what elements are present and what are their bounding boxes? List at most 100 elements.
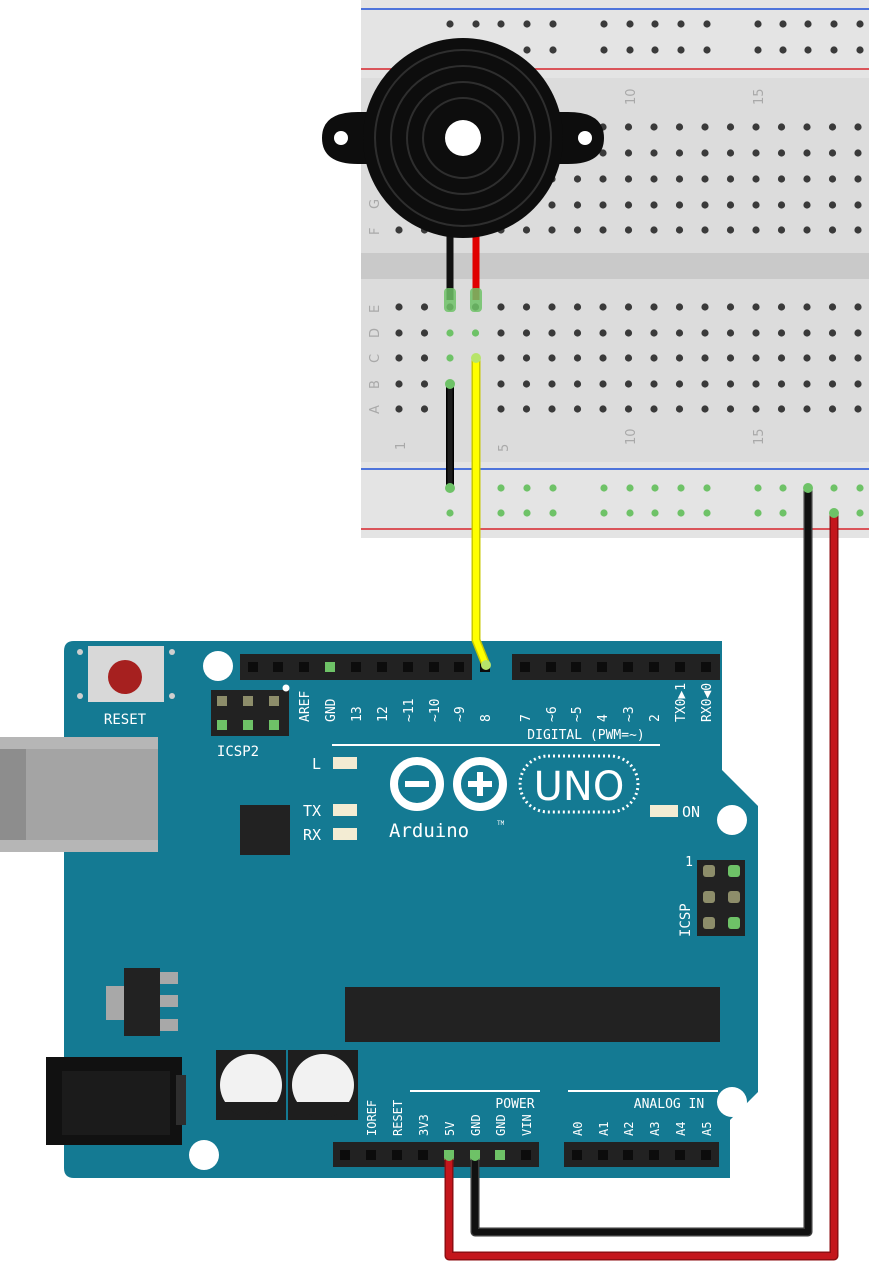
breadboard-hole xyxy=(828,380,837,388)
breadboard-hole xyxy=(777,380,786,388)
digital-header-pin xyxy=(299,662,309,672)
breadboard-hole xyxy=(803,405,811,413)
icsp2-pin xyxy=(269,720,279,730)
breadboard-hole xyxy=(777,123,786,131)
rail-hole xyxy=(651,509,659,517)
breadboard-hole xyxy=(803,380,811,388)
breadboard-hole xyxy=(420,354,429,362)
breadboard-hole xyxy=(624,354,633,362)
breadboard-hole xyxy=(803,303,811,311)
breadboard-hole xyxy=(650,380,658,388)
analog-caption: ANALOG IN xyxy=(634,1097,704,1112)
rail-hole xyxy=(549,484,557,492)
icsp2-label: ICSP2 xyxy=(217,744,259,760)
breadboard-hole xyxy=(395,380,403,388)
power-pin-label: VIN xyxy=(520,1114,534,1136)
mount-hole-bottom-left xyxy=(189,1140,219,1170)
col-label-10-top: 10 xyxy=(624,88,639,105)
row-label-g: G xyxy=(368,199,383,209)
breadboard-hole xyxy=(752,175,760,183)
breadboard-hole xyxy=(650,405,658,413)
icsp-label: ICSP xyxy=(678,903,694,937)
digital-header-pin xyxy=(649,662,659,672)
breadboard-hole xyxy=(395,405,403,413)
icsp-pin xyxy=(728,891,740,903)
breadboard-hole xyxy=(701,354,709,362)
power-pin-label: RESET xyxy=(391,1100,405,1136)
led-rx-label: RX xyxy=(303,826,321,844)
brand-tm: TM xyxy=(497,820,505,827)
digital-pin-label: ~3 xyxy=(622,706,637,722)
digital-header-pin xyxy=(351,662,361,672)
rail-hole xyxy=(523,46,531,54)
breadboard-hole xyxy=(548,329,556,337)
breadboard-hole xyxy=(726,123,735,131)
buzzer-sound-hole xyxy=(445,120,481,156)
row-label-f: F xyxy=(368,228,383,235)
icsp-pin xyxy=(703,917,715,929)
digital-header-pin xyxy=(248,662,258,672)
uno-badge xyxy=(518,754,640,814)
breadboard-hole xyxy=(726,226,735,234)
led-tx xyxy=(333,804,357,816)
power-pin-label: IOREF xyxy=(365,1100,379,1136)
rail-hole xyxy=(779,484,787,492)
breadboard-hole xyxy=(828,329,837,337)
breadboard-hole xyxy=(624,123,633,131)
rail-hole xyxy=(600,509,608,517)
breadboard-hole xyxy=(573,303,582,311)
breadboard-hole xyxy=(675,175,684,183)
breadboard-hole xyxy=(726,175,735,183)
breadboard-hole xyxy=(675,149,684,157)
analog-header-pin xyxy=(623,1150,633,1160)
breadboard-hole xyxy=(395,329,403,337)
usb-connector xyxy=(0,737,158,852)
breadboard-hole xyxy=(497,405,505,413)
vcc-5v-wire xyxy=(446,513,837,1259)
breadboard-hole xyxy=(777,405,786,413)
breadboard-hole xyxy=(675,380,684,388)
breadboard-hole xyxy=(701,201,709,209)
breadboard-hole xyxy=(803,329,811,337)
breadboard-hole xyxy=(777,329,786,337)
breadboard-hole xyxy=(624,329,633,337)
rail-hole xyxy=(677,46,685,54)
power-header-pin xyxy=(495,1150,505,1160)
power-header-pin xyxy=(418,1150,428,1160)
center-trench xyxy=(361,253,869,279)
breadboard-hole xyxy=(599,201,607,209)
reset-button-cap[interactable] xyxy=(108,660,142,694)
rail-hole xyxy=(497,484,505,492)
led-tx-label: TX xyxy=(303,802,321,820)
breadboard-hole xyxy=(675,201,684,209)
digital-header-pin xyxy=(454,662,464,672)
breadboard-hole xyxy=(599,226,607,234)
col-label-5: 5 xyxy=(497,444,512,452)
icsp-pin xyxy=(728,865,740,877)
breadboard-hole xyxy=(471,329,480,337)
signal-wire-pin-8 xyxy=(473,358,489,667)
reset-label: RESET xyxy=(104,712,147,728)
icsp2-pin xyxy=(217,720,227,730)
power-header-pin xyxy=(366,1150,376,1160)
digital-caption: DIGITAL (PWM=~) xyxy=(527,728,644,743)
mount-hole-top-left xyxy=(203,651,233,681)
digital-header-pin xyxy=(546,662,556,672)
led-rx xyxy=(333,828,357,840)
power-pin-label: 3V3 xyxy=(417,1114,431,1136)
breadboard-hole xyxy=(828,226,837,234)
digital-pin-label: ~9 xyxy=(453,706,468,722)
digital-header-right xyxy=(512,654,720,680)
breadboard-hole xyxy=(726,380,735,388)
breadboard-hole xyxy=(573,175,582,183)
breadboard-hole xyxy=(624,303,633,311)
rail-hole xyxy=(830,46,838,54)
digital-pin-label: ~6 xyxy=(545,706,560,722)
power-header-pin xyxy=(392,1150,402,1160)
rail-hole xyxy=(830,20,838,28)
rail-hole xyxy=(626,484,634,492)
rail-hole xyxy=(600,484,608,492)
digital-header-pin xyxy=(520,662,530,672)
breadboard-hole xyxy=(522,329,531,337)
digital-pin-label: TX0▶1 xyxy=(674,683,689,722)
